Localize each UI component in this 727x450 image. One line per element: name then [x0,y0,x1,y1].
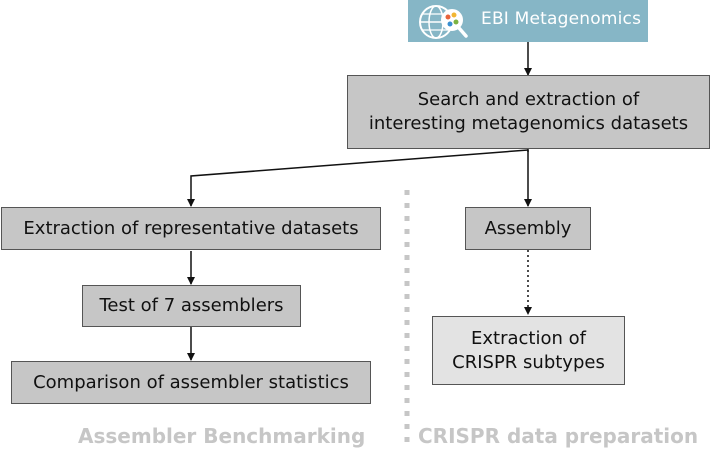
arrow-search-to-representative [187,149,529,207]
comparison-statistics-node: Comparison of assembler statistics [11,361,371,404]
crispr-subtypes-node: Extraction of CRISPR subtypes [432,316,625,385]
globe-magnifier-icon [419,5,468,39]
assembly-label: Assembly [484,217,572,239]
assembly-node: Assembly [465,207,591,250]
search-extraction-label: Search and extraction of interesting met… [368,89,689,134]
representative-datasets-node: Extraction of representative datasets [1,207,381,250]
comparison-statistics-label: Comparison of assembler statistics [33,371,349,393]
ebi-metagenomics-banner[interactable]: EBI Metagenomics [408,0,648,42]
crispr-data-preparation-label: CRISPR data preparation [418,424,699,448]
search-extraction-node: Search and extraction of interesting met… [347,75,710,149]
assembler-benchmarking-label: Assembler Benchmarking [78,424,366,448]
test-assemblers-label: Test of 7 assemblers [99,295,284,316]
crispr-subtypes-label: Extraction of CRISPR subtypes [452,327,605,373]
representative-datasets-label: Extraction of representative datasets [23,217,359,239]
banner-title: EBI Metagenomics [481,9,642,29]
test-assemblers-node: Test of 7 assemblers [82,285,301,327]
